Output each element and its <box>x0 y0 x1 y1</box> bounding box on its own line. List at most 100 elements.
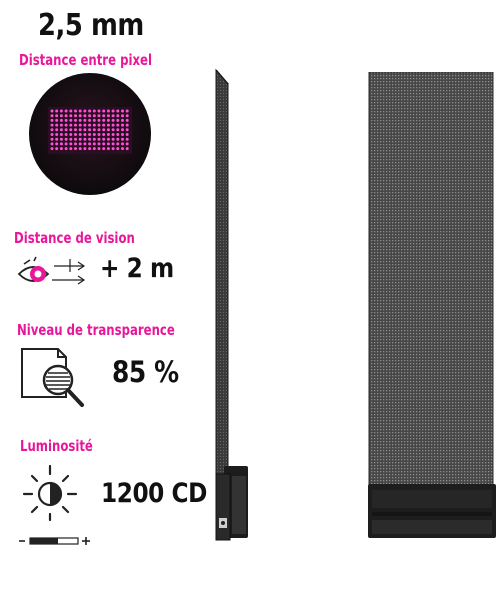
led-pixel-dot <box>55 114 59 118</box>
led-pixel-dot <box>78 123 82 127</box>
led-pixel-dot <box>69 142 73 146</box>
led-pixel-dot <box>83 147 87 151</box>
led-pixel-dot <box>111 123 115 127</box>
led-pixel-dot <box>78 114 82 118</box>
led-pixel-dot <box>92 137 96 141</box>
led-pixel-dot <box>74 128 77 132</box>
led-pixel-dot <box>83 114 87 118</box>
led-pixel-dot <box>55 128 59 132</box>
led-pixel-dot <box>69 114 73 118</box>
led-pixel-dot <box>59 123 63 127</box>
led-pixel-dot <box>125 118 129 122</box>
led-pixel-dot <box>97 133 101 136</box>
led-pixel-dot <box>83 118 87 122</box>
pixel-pitch-label: Distance entre pixel <box>19 51 152 69</box>
led-pixel-dot <box>50 133 54 136</box>
vision-distance-label: Distance de vision <box>14 229 135 247</box>
vision-distance-value: + 2 m <box>100 253 174 284</box>
led-pixel-dot <box>111 137 115 141</box>
led-pixel-dot <box>50 118 54 122</box>
led-pixel-dot <box>121 142 124 146</box>
led-pixel-dot <box>88 147 92 151</box>
led-pixel-dot <box>111 128 115 132</box>
led-pixel-dot <box>111 142 115 146</box>
led-pixel-dot <box>55 137 59 141</box>
led-pixel-dot <box>50 147 54 151</box>
led-pixel-dot <box>92 128 96 132</box>
led-pixel-dot <box>116 133 120 136</box>
led-pixel-dot <box>88 114 92 118</box>
led-pixel-dot <box>97 147 101 151</box>
led-pixel-dot <box>102 123 106 127</box>
led-pixel-dot <box>88 142 92 146</box>
led-pixel-dot <box>64 133 68 136</box>
led-pixel-dot <box>83 128 87 132</box>
led-pixel-dot <box>78 137 82 141</box>
led-pixel-dot <box>50 128 54 132</box>
led-pixel-dot <box>69 128 73 132</box>
led-pixel-dot <box>125 147 129 151</box>
led-pixel-dot <box>116 114 120 118</box>
led-pixel-dot <box>50 114 54 118</box>
led-pixel-dot <box>97 137 101 141</box>
led-pixel-dot <box>74 142 77 146</box>
led-pixel-dot <box>74 109 77 113</box>
luminosity-value: 1200 CD <box>101 478 208 509</box>
led-pixel-dot <box>59 114 63 118</box>
led-pixel-dot <box>59 142 63 146</box>
led-pixel-dot <box>50 137 54 141</box>
transparency-value: 85 % <box>112 355 179 389</box>
led-pixel-dot <box>116 123 120 127</box>
led-pixel-dot <box>55 109 59 113</box>
led-pixel-dot <box>55 133 59 136</box>
led-pixel-dot <box>83 142 87 146</box>
led-pixel-grid-icon <box>29 73 151 195</box>
led-pixel-dot <box>111 118 115 122</box>
led-pixel-dot <box>121 128 124 132</box>
led-pixel-dot <box>111 133 115 136</box>
led-panel-side-view <box>215 68 248 541</box>
led-pixel-dot <box>121 137 124 141</box>
led-pixel-dot <box>59 137 63 141</box>
led-pixel-dot <box>116 109 120 113</box>
led-pixel-dot <box>125 142 129 146</box>
led-pixel-dot <box>102 147 106 151</box>
led-pixel-dot <box>74 133 77 136</box>
led-pixel-dot <box>59 109 63 113</box>
led-pixel-dot <box>106 147 110 151</box>
led-pixel-dot <box>97 142 101 146</box>
led-pixel-dot <box>102 142 106 146</box>
led-pixel-dot <box>102 114 106 118</box>
led-pixel-dot <box>125 114 129 118</box>
led-pixel-dot <box>88 118 92 122</box>
led-pixel-dot <box>111 114 115 118</box>
led-pixel-dot <box>59 133 63 136</box>
led-pixel-dot <box>59 118 63 122</box>
led-pixel-dot <box>106 114 110 118</box>
led-pixel-dot <box>69 147 73 151</box>
led-pixel-dot <box>74 137 77 141</box>
led-pixel-dot <box>125 109 129 113</box>
led-pixel-dot <box>78 147 82 151</box>
led-pixel-dot <box>69 118 73 122</box>
led-pixel-dot <box>106 133 110 136</box>
led-pixel-dot <box>92 142 96 146</box>
led-pixel-dot <box>97 109 101 113</box>
led-pixel-dot <box>78 128 82 132</box>
led-pixel-dot <box>69 133 73 136</box>
led-pixel-dot <box>55 142 59 146</box>
led-pixel-dot <box>78 133 82 136</box>
led-pixel-dot <box>55 147 59 151</box>
eye-distance-icon <box>17 256 86 285</box>
led-pixel-dot <box>92 109 96 113</box>
led-pixel-dot <box>69 109 73 113</box>
led-pixel-dot <box>64 118 68 122</box>
transparency-label: Niveau de transparence <box>17 321 175 339</box>
led-pixel-dot <box>102 109 106 113</box>
transparency-magnifier-icon <box>21 348 84 407</box>
led-pixel-dot <box>111 147 115 151</box>
led-pixel-dot <box>116 128 120 132</box>
led-pixel-dot <box>116 147 120 151</box>
luminosity-label: Luminosité <box>20 437 93 455</box>
led-pixel-dot <box>78 109 82 113</box>
